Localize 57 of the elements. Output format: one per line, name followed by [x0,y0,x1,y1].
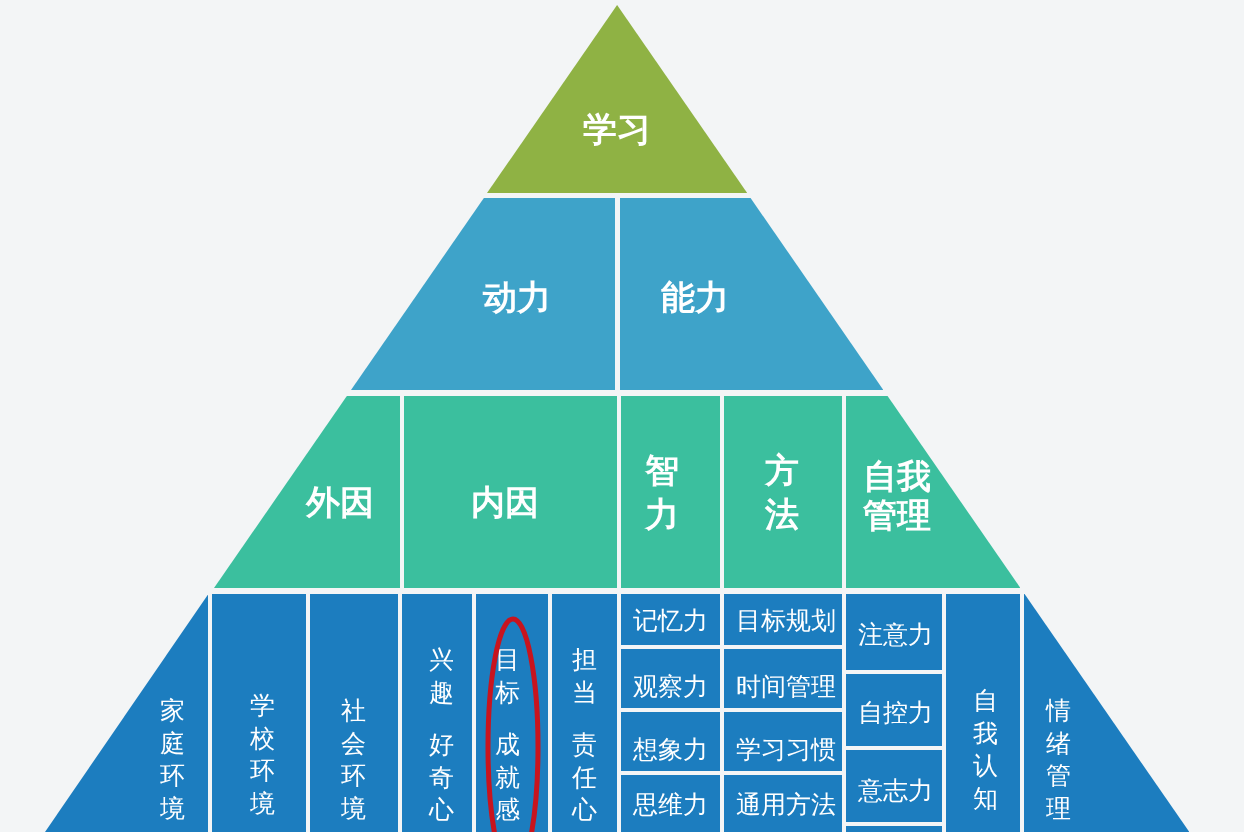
pyramid-segment [44,594,208,832]
pyramid-segment [846,826,942,832]
pyramid-segment [724,775,842,832]
segment-label: 学习习惯 [736,733,836,766]
segment-label: 方法 [764,448,800,536]
segment-label: 兴趣 [428,643,454,709]
segment-label: 成就感 [494,728,520,826]
segment-label: 注意力 [857,618,933,651]
pyramid-segment [552,594,617,832]
segment-label: 记忆力 [632,604,708,637]
segment-label: 学校环境 [249,690,275,820]
segment-label: 外因 [306,481,374,524]
pyramid-segment [621,712,720,771]
segment-label: 担当 [571,643,597,709]
segment-label: 社会环境 [340,695,366,825]
segment-label: 内因 [471,481,539,524]
segment-label: 智力 [644,448,680,536]
pyramid-segment [212,594,306,832]
segment-label: 自我认知 [972,685,998,815]
pyramid-segment [486,5,748,193]
pyramid-segment [724,712,842,771]
segment-label: 好奇心 [428,728,454,826]
segment-label: 时间管理 [736,670,836,703]
pyramid-segment [620,198,884,390]
segment-label: 意志力 [857,774,933,807]
segment-label: 责任心 [571,728,597,826]
pyramid-segment [846,396,1021,588]
segment-label: 自我管理 [862,456,932,536]
pyramid-segment [402,594,472,832]
pyramid-segment [724,649,842,708]
pyramid-segment [621,649,720,708]
pyramid-segment [621,396,720,588]
segment-label: 想象力 [632,733,708,766]
pyramid-segment [621,775,720,832]
segment-label: 观察力 [632,670,708,703]
pyramid-segment [350,198,615,390]
pyramid-segment [1024,594,1190,832]
pyramid-segment [846,594,942,670]
pyramid-segment [724,594,842,645]
segment-label: 情绪管理 [1045,695,1071,825]
segment-label: 动力 [483,276,551,319]
segment-label: 目标 [494,643,520,709]
pyramid-segment [404,396,617,588]
segment-label: 目标规划 [736,604,836,637]
pyramid-segment [621,594,720,645]
segment-label: 学习 [583,108,651,151]
pyramid-segment [946,594,1020,832]
segment-label: 能力 [661,276,729,319]
pyramid-segment [310,594,398,832]
pyramid-segment [846,674,942,746]
segment-label: 家庭环境 [160,695,186,825]
pyramid-segment [846,750,942,822]
segment-label: 自控力 [857,696,933,729]
pyramid-segment [724,396,842,588]
segment-label: 通用方法 [736,788,836,821]
segment-label: 思维力 [632,788,708,821]
pyramid-segment [213,396,400,588]
